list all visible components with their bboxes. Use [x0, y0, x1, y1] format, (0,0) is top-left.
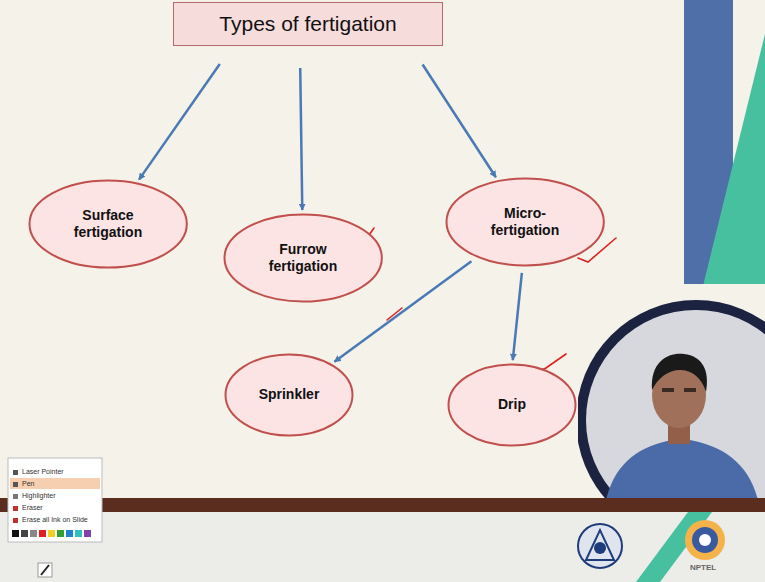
- heading-text: Types of fertigation: [219, 11, 396, 37]
- node-text-block: Drip: [498, 396, 526, 414]
- ellipse-shape: [226, 355, 353, 436]
- footer-ground: [0, 512, 765, 582]
- logo-text: NPTEL: [690, 563, 716, 572]
- nptel-logo: [685, 520, 725, 560]
- node-text-block: Sprinkler: [259, 386, 320, 404]
- node-text-block: Micro-fertigation: [477, 205, 573, 240]
- ellipse-shape: [224, 215, 381, 302]
- heading-box: Types of fertigation: [173, 2, 443, 46]
- menu-item: Laser Pointer: [22, 468, 64, 475]
- category-ellipse: Furrow fertigation: [223, 213, 383, 303]
- method-ellipse: Sprinkler: [224, 353, 354, 437]
- node-text-block: Types of fertigation: [219, 11, 396, 37]
- node-label: Furrow fertigation: [255, 241, 351, 276]
- node-label: Micro-fertigation: [477, 205, 573, 240]
- institute-logo: [578, 524, 622, 568]
- arrow-connector: [513, 273, 522, 360]
- node-text-block: Surface fertigation: [60, 207, 156, 242]
- ink-circle: [247, 379, 332, 411]
- node-label: Surface fertigation: [60, 207, 156, 242]
- ellipse-shape: [29, 181, 186, 268]
- arrow-connector: [139, 64, 220, 180]
- node-label: Drip: [498, 396, 526, 414]
- ellipse-shape: [446, 179, 603, 266]
- node-label: Sprinkler: [259, 386, 320, 404]
- menu-item: Highlighter: [22, 492, 55, 499]
- teal-stripe: [702, 34, 765, 290]
- menu-item: Erase all Ink on Slide: [22, 516, 88, 523]
- node-text-block: Furrow fertigation: [255, 241, 351, 276]
- arrow-connector: [300, 68, 302, 210]
- menu-item: Pen: [22, 480, 34, 487]
- category-ellipse: Surface fertigation: [28, 179, 188, 269]
- presenter-video: [578, 284, 765, 498]
- arrow-connector: [423, 64, 496, 177]
- ink-circle: [486, 389, 538, 421]
- bottom-bar: [0, 498, 765, 512]
- ink-toolbar-menu: [8, 458, 102, 577]
- method-ellipse: Drip: [447, 363, 577, 447]
- category-ellipse: Micro-fertigation: [445, 177, 605, 267]
- menu-item: Eraser: [22, 504, 43, 511]
- ellipse-shape: [449, 365, 576, 446]
